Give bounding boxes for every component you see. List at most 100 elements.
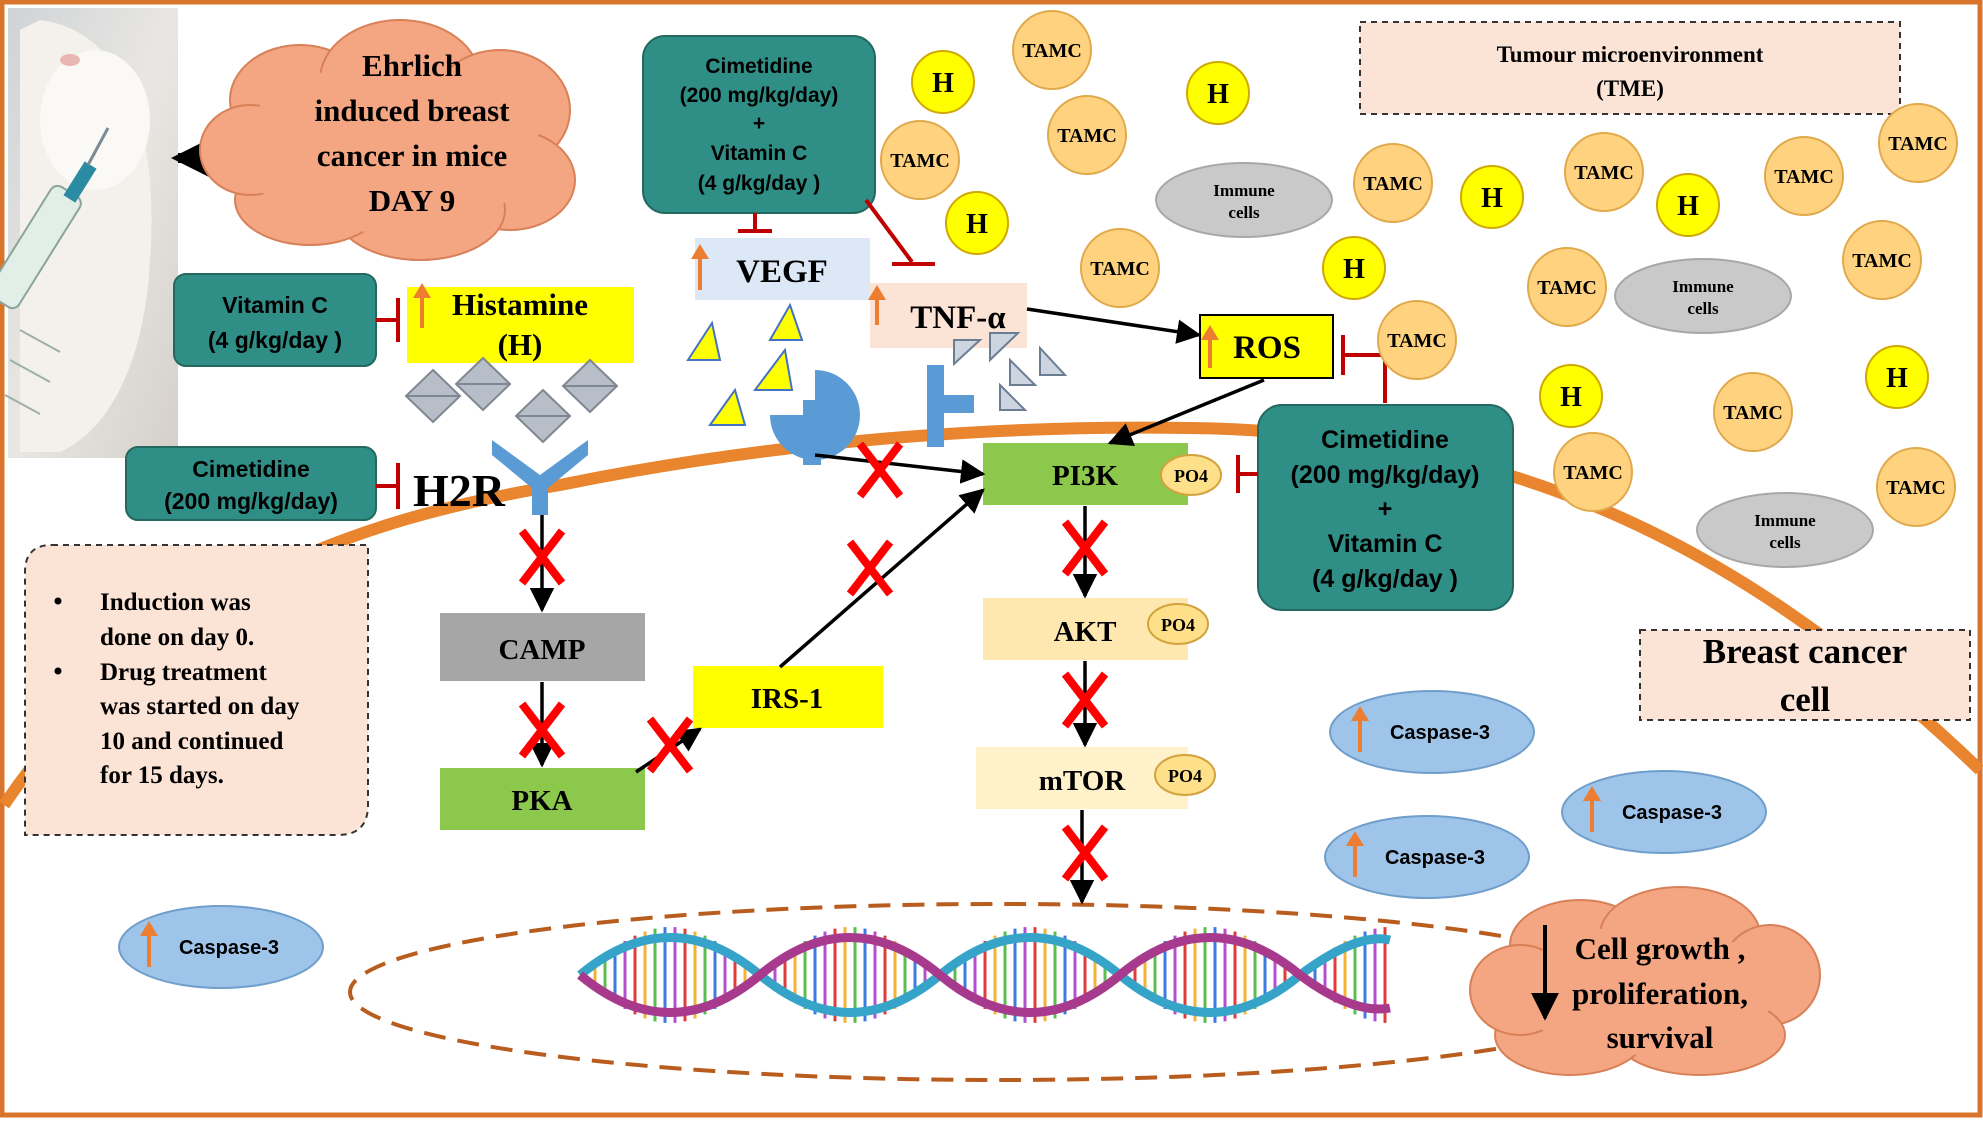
tamc-label: TAMC	[1563, 462, 1623, 484]
tnf-label: TNF-α	[910, 300, 1006, 336]
akt-label: AKT	[1054, 616, 1117, 648]
h-label: H	[932, 68, 954, 99]
h-label: H	[1343, 254, 1365, 285]
inhibit-cross-icon	[856, 441, 904, 499]
immune-label-1: Immune	[1213, 181, 1275, 200]
note-2-line-1: Drug treatment	[100, 659, 268, 686]
inhibit-cross-icon	[518, 701, 566, 759]
vitc-line-1: Vitamin C	[222, 292, 328, 318]
pi3k-box: PI3K	[983, 443, 1188, 505]
po4-label: PO4	[1168, 766, 1202, 786]
h-label: H	[1481, 183, 1503, 214]
tamc-label: TAMC	[1886, 477, 1946, 499]
immune-label-2: cells	[1769, 533, 1801, 552]
tamc-cell: TAMC	[1553, 432, 1633, 512]
caspase-label: Caspase-3	[1390, 722, 1490, 744]
tme-line-1: Tumour microenvironment	[1497, 42, 1764, 67]
h-label: H	[1560, 382, 1582, 413]
drug-right-line-2: (200 mg/kg/day)	[1291, 461, 1480, 489]
h2r-receptor-icon	[492, 440, 588, 515]
histamine-h-layer: H H H H H H H H	[911, 50, 1929, 428]
outcome-line-1: Cell growth ,	[1575, 931, 1746, 966]
drug-right-line-5: (4 g/kg/day )	[1312, 565, 1458, 593]
tamc-cell: TAMC	[880, 120, 960, 200]
histamine-h-molecule: H	[945, 191, 1009, 255]
dna-helix-icon	[577, 927, 1392, 1023]
immune-label-2: cells	[1228, 203, 1260, 222]
tamc-cell: TAMC	[1047, 95, 1127, 175]
ros-box: ROS	[1199, 314, 1334, 379]
tamc-label: TAMC	[1022, 40, 1082, 62]
vegf-receptor-icon	[770, 370, 860, 465]
vegf-box: VEGF	[695, 238, 870, 300]
note-2-line-4: for 15 days.	[100, 762, 224, 789]
cancer-cell-label: Breast cancer cell	[1639, 629, 1971, 721]
drug-box-right: Cimetidine (200 mg/kg/day) + Vitamin C (…	[1257, 404, 1514, 611]
ehrlich-cloud: Ehrlich induced breast cancer in mice DA…	[199, 19, 576, 261]
ehrlich-line-3: cancer in mice	[317, 138, 508, 173]
po4-badge: PO4	[1147, 603, 1209, 645]
tamc-label: TAMC	[1057, 125, 1117, 147]
caspase-3-cell: Caspase-3	[1324, 815, 1530, 899]
ehrlich-line-2: induced breast	[315, 93, 511, 128]
drug-top-line-5: (4 g/kg/day )	[698, 172, 821, 195]
mouse-injection-photo	[0, 8, 178, 458]
ehrlich-line-4: DAY 9	[369, 183, 455, 218]
vegf-molecules	[686, 302, 804, 426]
h-label: H	[966, 209, 988, 240]
mtor-box: mTOR	[976, 747, 1188, 809]
histamine-h-molecule: H	[1865, 345, 1929, 409]
h-label: H	[1207, 79, 1229, 110]
tme-line-2: (TME)	[1596, 76, 1664, 101]
tamc-cell: TAMC	[1353, 143, 1433, 223]
tamc-cell: TAMC	[1713, 372, 1793, 452]
drug-right-line-4: Vitamin C	[1328, 530, 1443, 558]
tamc-label: TAMC	[1888, 133, 1948, 155]
drug-top-line-4: Vitamin C	[711, 142, 807, 165]
note-2-line-3: 10 and continued	[100, 728, 283, 755]
po4-label: PO4	[1161, 615, 1195, 635]
vitc-line-2: (4 g/kg/day )	[208, 327, 342, 353]
histamine-h-molecule: H	[1186, 61, 1250, 125]
histamine-line-1: Histamine	[452, 287, 588, 322]
tnf-molecules	[953, 332, 1068, 411]
camp-label: CAMP	[499, 634, 586, 666]
drug-top-line-1: Cimetidine	[705, 55, 812, 78]
drug-right-line-3: +	[1378, 495, 1393, 523]
irs1-label: IRS-1	[751, 683, 824, 715]
tamc-label: TAMC	[1852, 250, 1912, 272]
tamc-cell: TAMC	[1564, 132, 1644, 212]
caspase-3-cell: Caspase-3	[1561, 770, 1767, 854]
immune-cell: Immune cells	[1155, 162, 1333, 238]
inhibition-lines	[376, 198, 1387, 509]
outcome-line-2: proliferation,	[1572, 976, 1748, 1011]
vitamin-c-box: Vitamin C (4 g/kg/day )	[173, 273, 377, 367]
irs1-box: IRS-1	[693, 666, 883, 728]
ehrlich-line-1: Ehrlich	[362, 48, 462, 83]
note-1-line-2: done on day 0.	[100, 624, 254, 651]
inhibit-cross-icon	[846, 539, 894, 597]
drug-box-top: Cimetidine (200 mg/kg/day) + Vitamin C (…	[642, 35, 876, 214]
inhibit-cross-icon	[646, 716, 694, 774]
up-arrows	[413, 244, 1219, 368]
po4-badge: PO4	[1154, 754, 1216, 796]
histamine-h-molecule: H	[1539, 364, 1603, 428]
inhibit-cross-icon	[1061, 824, 1109, 882]
pka-box: PKA	[440, 768, 645, 830]
protocol-notes: Induction was done on day 0. Drug treatm…	[24, 544, 369, 836]
histamine-h-molecule: H	[1656, 173, 1720, 237]
tamc-cell: TAMC	[1764, 136, 1844, 216]
histamine-molecules	[404, 356, 619, 444]
cim-line-1: Cimetidine	[192, 456, 310, 482]
tamc-cell: TAMC	[1878, 103, 1958, 183]
tamc-label: TAMC	[1363, 173, 1423, 195]
cimetidine-box: Cimetidine (200 mg/kg/day)	[125, 446, 377, 521]
tamc-label: TAMC	[1537, 277, 1597, 299]
cancer-cell-line-2: cell	[1780, 680, 1831, 719]
